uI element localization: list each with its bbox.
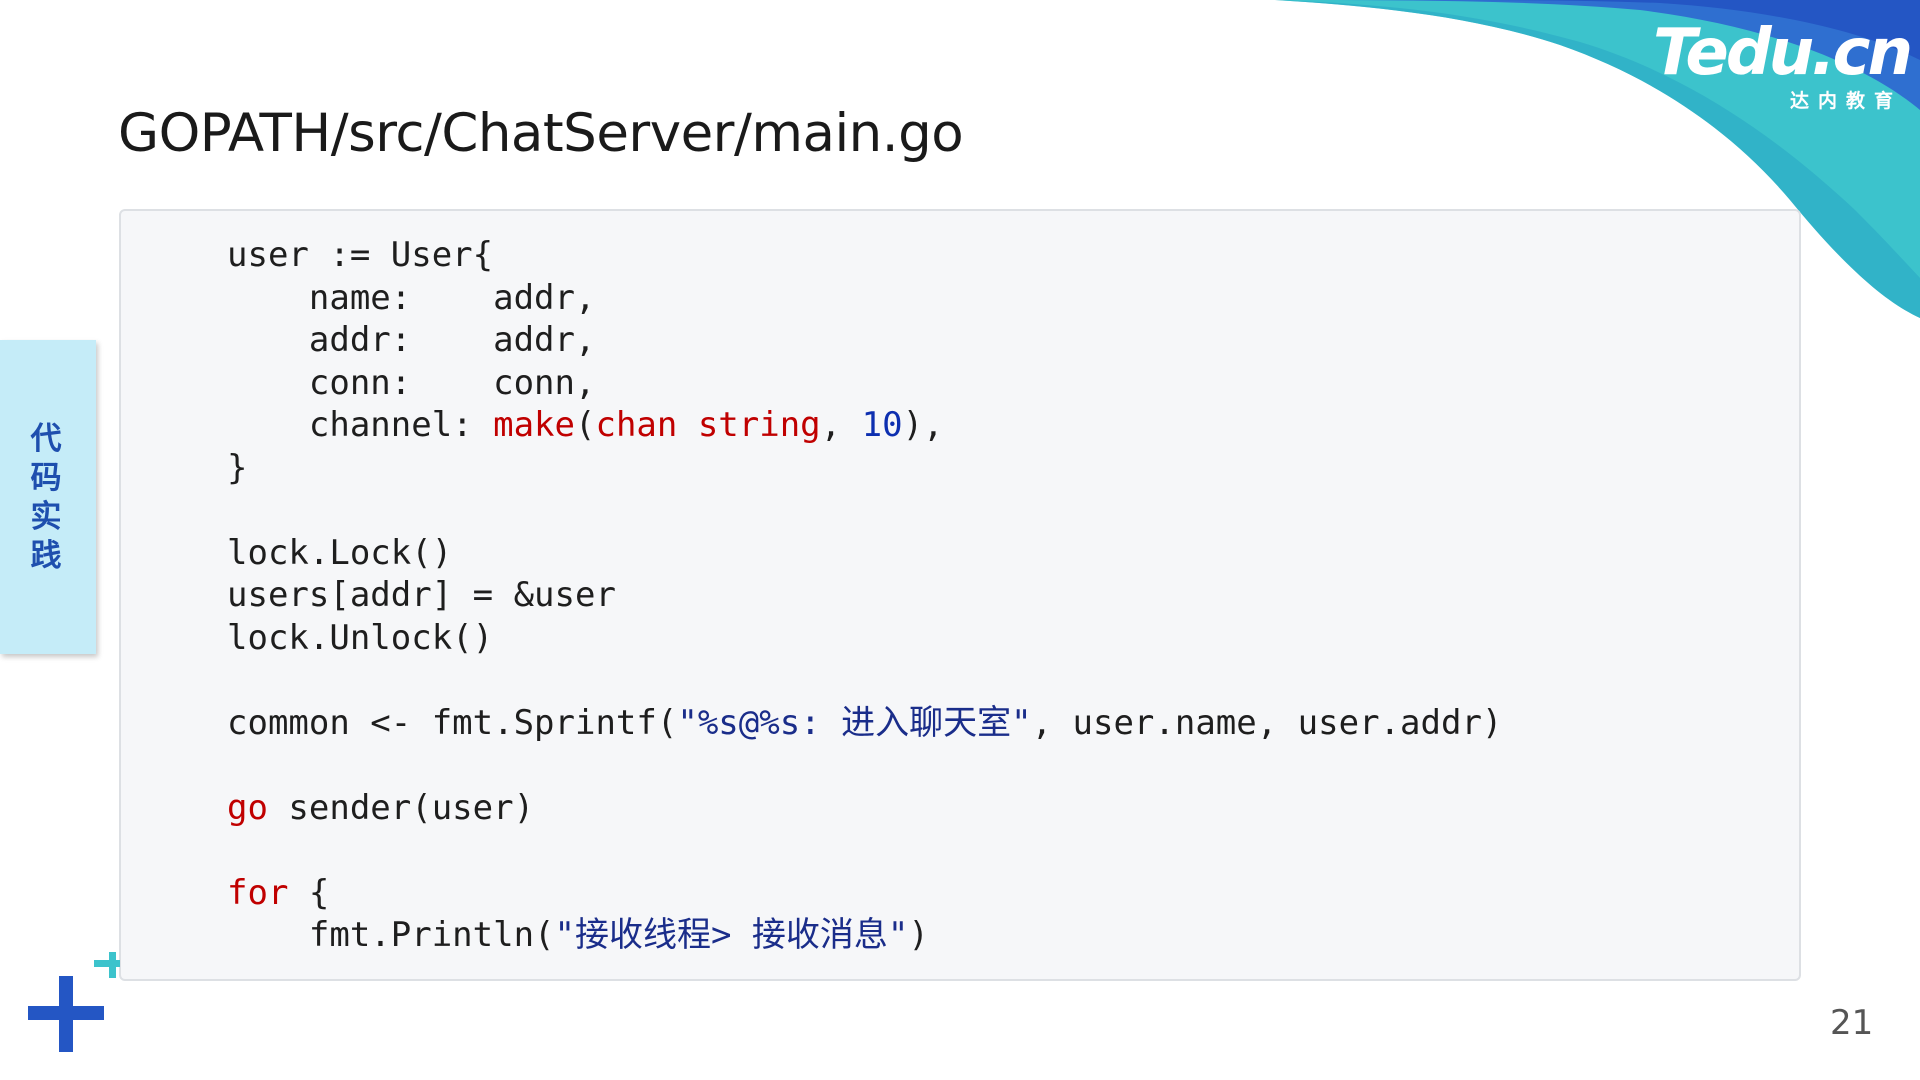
side-tab-label: 代码实践 (30, 421, 62, 574)
code-string: "接收线程> 接收消息" (554, 915, 909, 955)
code-text: sender(user) (267, 787, 535, 828)
side-tab: 代码实践 (0, 340, 96, 654)
code-line: channel: make(chan string, 10), (227, 404, 1502, 447)
logo-subtitle: 达内教育 (1789, 90, 1902, 112)
code-keyword: chan string (595, 405, 821, 445)
code-keyword: for (227, 872, 289, 913)
code-text: common <- fmt.Sprintf( (227, 702, 678, 743)
code-text: lock.Lock() (227, 532, 453, 573)
code-number: 10 (861, 405, 903, 445)
page-number: 21 (1830, 1003, 1874, 1043)
code-line: lock.Lock() (227, 532, 1502, 575)
code-text: name: addr, (227, 277, 596, 318)
code-string: "%s@%s: 进入聊天室" (677, 702, 1032, 743)
code-line: name: addr, (227, 277, 1502, 320)
code-line: common <- fmt.Sprintf("%s@%s: 进入聊天室", us… (227, 702, 1502, 745)
code-text: { (288, 872, 330, 913)
code-text: user := User{ (227, 235, 494, 275)
code-line: for { (227, 872, 1502, 915)
code-blank-line (227, 489, 1502, 532)
code-text: lock.Unlock() (227, 617, 494, 658)
code-text: ) (908, 915, 929, 955)
tedu-logo: Tedu.cn 达内教育 (1630, 16, 1913, 113)
code-blank-line (227, 659, 1502, 702)
code-text: ), (902, 405, 944, 445)
code-text: users[addr] = &user (227, 575, 616, 615)
code-blank-line (227, 829, 1502, 872)
page-title: GOPATH/src/ChatServer/main.go (118, 103, 964, 164)
code-line: fmt.Println("接收线程> 接收消息") (227, 914, 1502, 957)
code-blank-line (227, 744, 1502, 787)
code-text: fmt.Println( (227, 915, 555, 955)
code-text: conn: conn, (227, 362, 596, 403)
code-line: addr: addr, (227, 319, 1502, 362)
code-builtin: make (493, 405, 575, 445)
code-text: } (227, 447, 248, 488)
code-text: channel: (227, 405, 494, 445)
code-line: conn: conn, (227, 362, 1502, 405)
code-text: , user.name, user.addr) (1031, 702, 1503, 743)
code-content: user := User{ name: addr, addr: addr, co… (227, 234, 1502, 957)
logo-wordmark: Tedu.cn (1653, 16, 1913, 90)
code-text: , (820, 405, 862, 445)
code-keyword: go (227, 787, 268, 828)
code-block: user := User{ name: addr, addr: addr, co… (119, 209, 1801, 981)
code-text: addr: addr, (227, 320, 596, 360)
code-text: ( (575, 405, 596, 445)
code-line: lock.Unlock() (227, 617, 1502, 660)
code-line: user := User{ (227, 234, 1502, 277)
code-line: users[addr] = &user (227, 574, 1502, 617)
code-line: go sender(user) (227, 787, 1502, 830)
code-line: } (227, 447, 1502, 490)
